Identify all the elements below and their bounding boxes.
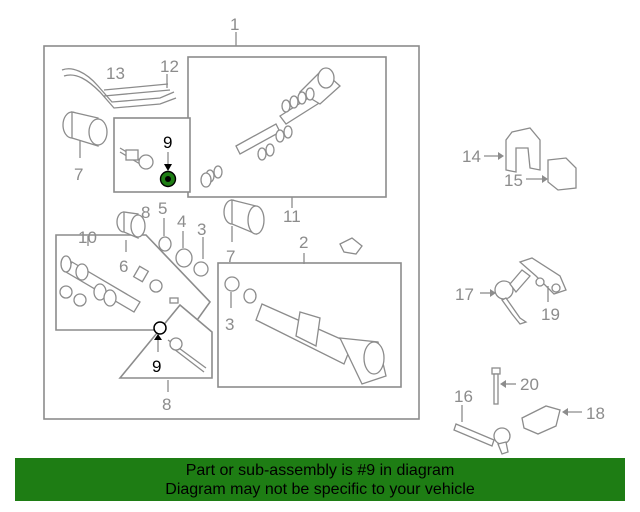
bushing-bracket-14 [505,127,541,173]
seal [149,279,163,293]
callout-14[interactable]: 14 [462,147,481,166]
highlighted-part-9-ring[interactable] [159,170,177,188]
callout-7-left[interactable]: 7 [74,165,83,184]
callout-1[interactable]: 1 [230,15,239,34]
callout-19[interactable]: 19 [541,305,560,324]
rack-housing-10 [59,255,141,313]
callout-13[interactable]: 13 [106,64,125,83]
notice-banner: Part or sub-assembly is #9 in diagram Di… [15,458,625,501]
rack-housing-2 [224,276,387,385]
ring-5 [158,236,172,252]
callout-10[interactable]: 10 [78,228,97,247]
mount-bracket [339,237,363,255]
bushing-6 [116,211,146,239]
pitman-arm-18 [521,405,561,435]
callout-16[interactable]: 16 [454,387,473,406]
callout-20[interactable]: 20 [520,375,539,394]
callout-9-lower[interactable]: 9 [152,357,161,376]
callout-9-upper[interactable]: 9 [163,133,172,152]
inner-tie-rod-8 [167,337,207,373]
clip [132,265,150,283]
callout-3-lower[interactable]: 3 [225,315,234,334]
pin [169,297,179,304]
callout-15[interactable]: 15 [504,171,523,190]
pipe-13 [61,68,175,103]
bellows-7-left [62,111,108,147]
callout-8-upper[interactable]: 8 [141,203,150,222]
idler-arm-19 [518,257,567,295]
tie-rod-16 [453,423,511,455]
callout-6[interactable]: 6 [119,257,128,276]
callout-2[interactable]: 2 [299,233,308,252]
ring-9-lower[interactable] [153,321,167,335]
parts-diagram: 1 13 12 7 9 8 [43,15,605,455]
callout-8-lower[interactable]: 8 [162,395,171,414]
callout-18[interactable]: 18 [586,404,605,423]
callout-11[interactable]: 11 [283,207,301,226]
notice-line-1: Part or sub-assembly is #9 in diagram [185,462,455,479]
washer-3-upper [193,261,209,277]
callout-4[interactable]: 4 [177,212,186,231]
tie-rod-end-17 [494,269,531,325]
spacer-4 [175,248,193,268]
callout-5[interactable]: 5 [158,199,167,218]
callout-3-upper[interactable]: 3 [197,220,206,239]
notice-line-2: Diagram may not be specific to your vehi… [165,481,475,498]
rack-end-8 [119,147,154,170]
callout-7-right[interactable]: 7 [226,247,235,266]
bolt-20 [491,367,501,405]
bellows-7-right [223,199,265,235]
bushing-15 [547,157,577,191]
callout-17[interactable]: 17 [455,285,474,304]
callout-12[interactable]: 12 [160,57,179,76]
control-valve-11 [200,67,341,188]
